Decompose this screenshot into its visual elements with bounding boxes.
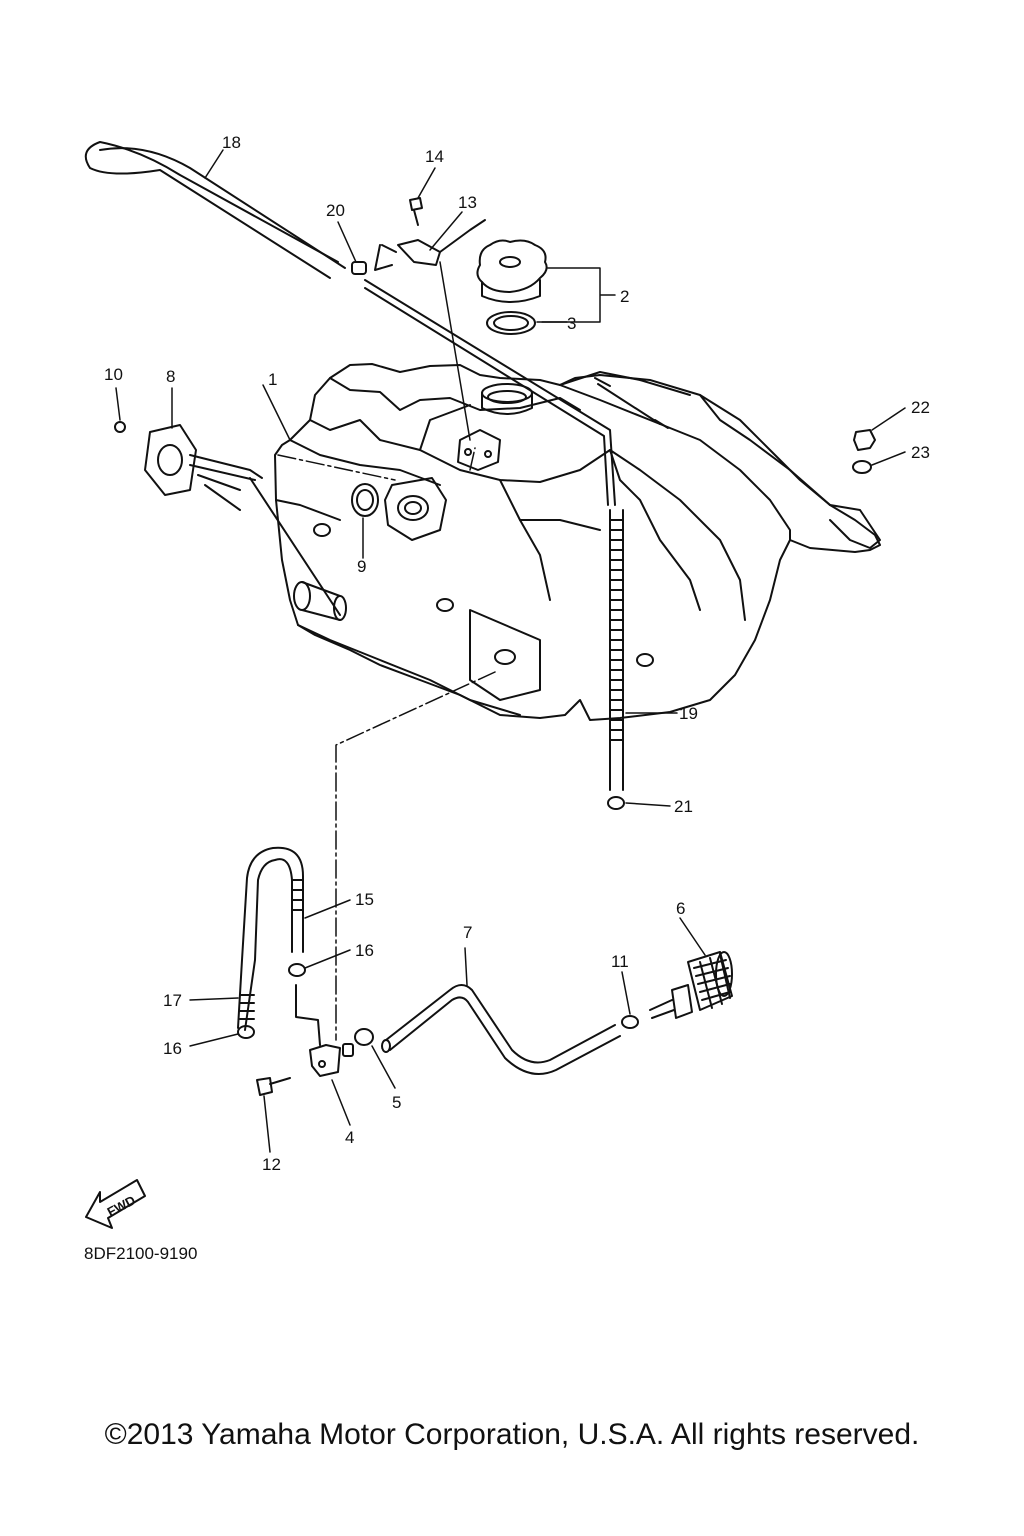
callout-11: 11 <box>611 952 629 971</box>
callout-6: 6 <box>676 899 685 918</box>
callout-17: 17 <box>163 991 182 1010</box>
fwd-arrow <box>85 1179 146 1229</box>
fuel-line <box>381 984 621 1075</box>
callout-14: 14 <box>425 147 444 166</box>
callout-7: 7 <box>463 923 472 942</box>
breather-hose <box>84 141 616 506</box>
callout-23: 23 <box>911 443 930 462</box>
bolt <box>256 1077 291 1096</box>
callout-19: 19 <box>679 704 698 723</box>
bolt <box>409 197 423 226</box>
callout-21: 21 <box>674 797 693 816</box>
vent-hose-ribbed <box>607 509 625 810</box>
callout-3: 3 <box>567 314 576 333</box>
fuel-cock <box>309 1043 354 1077</box>
callout-9: 9 <box>357 557 366 576</box>
callout-1: 1 <box>268 370 277 389</box>
callout-8: 8 <box>166 367 175 386</box>
callout-16-upper: 16 <box>355 941 374 960</box>
copyright-notice: ©2013 Yamaha Motor Corporation, U.S.A. A… <box>104 1418 920 1451</box>
plug <box>354 1028 374 1046</box>
fuel-filter <box>649 951 733 1019</box>
fuel-hose <box>237 846 304 1031</box>
callout-22: 22 <box>911 398 930 417</box>
callout-2: 2 <box>620 287 629 306</box>
callout-4: 4 <box>345 1128 354 1147</box>
hose-clip <box>351 261 367 275</box>
callout-10: 10 <box>104 365 123 384</box>
callout-15: 15 <box>355 890 374 909</box>
callout-20: 20 <box>326 201 345 220</box>
fuel-cap <box>476 239 548 303</box>
part-code: 8DF2100-9190 <box>84 1244 197 1263</box>
fuel-tank <box>274 363 881 721</box>
gasket <box>486 311 536 335</box>
callout-5: 5 <box>392 1093 401 1112</box>
vent-fitting <box>374 219 486 271</box>
callout-12: 12 <box>262 1155 281 1174</box>
fuel-sender <box>114 421 341 616</box>
callout-13: 13 <box>458 193 477 212</box>
callout-16-lower: 16 <box>163 1039 182 1058</box>
callout-18: 18 <box>222 133 241 152</box>
